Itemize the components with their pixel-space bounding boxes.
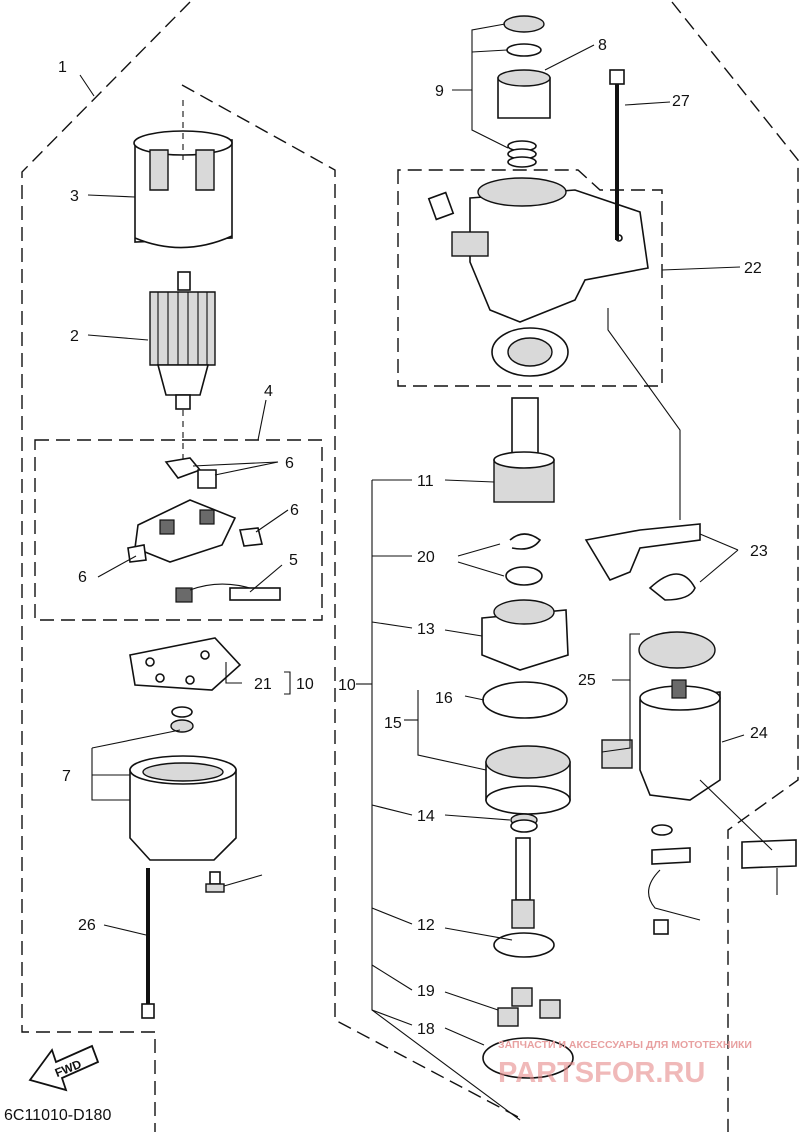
callout-7: 7 (62, 768, 71, 785)
group-outline-4 (34, 439, 323, 621)
callout-8: 8 (598, 37, 607, 54)
callout-21: 23 (750, 543, 768, 560)
callout-22: 24 (750, 725, 768, 742)
callout-14: 14 (417, 808, 435, 825)
part-screw (205, 871, 225, 893)
callout-19b: 21 (254, 676, 272, 693)
part-gasket-ring (482, 681, 568, 719)
part-plunger-pad (601, 739, 633, 769)
callout-19a: 20 (417, 549, 435, 566)
part-internal-gear (485, 745, 571, 815)
part-plate (482, 1037, 574, 1079)
part-planetary-gears (497, 987, 561, 1027)
part-long-bolt (609, 69, 625, 240)
part-armature (149, 271, 216, 410)
callout-23: 25 (578, 672, 596, 689)
part-bearing (491, 327, 569, 377)
part-label (741, 839, 797, 869)
part-thrust-washer (505, 566, 543, 586)
callout-15: 15 (384, 715, 402, 732)
part-planet-shaft (493, 837, 555, 958)
callout-2: 2 (70, 328, 79, 345)
callout-12: 12 (417, 917, 435, 934)
callout-13: 13 (417, 621, 435, 638)
callout-25: 27 (672, 93, 690, 110)
part-stop-ring (503, 15, 545, 33)
part-through-bolt (141, 868, 155, 1019)
callout-1: 1 (58, 59, 67, 76)
callout-3: 3 (70, 188, 79, 205)
part-gear-holder (481, 599, 569, 671)
part-pinion-spring (507, 140, 537, 168)
callout-10b: 10 (338, 677, 356, 694)
group-outline-right (671, 1, 799, 1132)
callout-4: 4 (264, 383, 273, 400)
diagram-code: 6C11010-D180 (4, 1107, 111, 1124)
callout-6c: 6 (78, 569, 87, 586)
fwd-arrow-icon: FWD (28, 1044, 100, 1092)
part-solenoid-washer (651, 824, 673, 836)
bracket-19-10 (284, 671, 291, 695)
part-front-bracket (427, 177, 649, 323)
callout-6b: 6 (290, 502, 299, 519)
part-lever-spring (648, 573, 696, 601)
part-shift-lever (584, 523, 701, 581)
part-solenoid-lead (648, 847, 701, 935)
part-plunger-cap (638, 631, 716, 669)
leader-lines (79, 23, 778, 1121)
part-small-bearing (510, 813, 538, 833)
part-brush-holder (127, 457, 263, 563)
callout-5: 5 (289, 552, 298, 569)
part-bushing (170, 719, 194, 733)
part-clip (506, 43, 542, 57)
callout-9: 9 (435, 83, 444, 100)
callout-10a: 10 (296, 676, 314, 693)
watermark-tagline: ЗАПЧАСТИ И АКСЕССУАРЫ ДЛЯ МОТОТЕХНИКИ (498, 1039, 752, 1051)
callout-11: 11 (417, 473, 434, 490)
part-brush-lead (175, 583, 281, 603)
part-pinion (497, 69, 551, 119)
part-solenoid (639, 679, 721, 801)
watermark-brand: PARTSFOR.RU (498, 1057, 705, 1089)
part-yoke (133, 130, 233, 249)
group-outline-1 (21, 1, 191, 1132)
part-brush-plate (129, 637, 242, 691)
fwd-label: FWD (53, 1057, 84, 1080)
part-snap-ring (509, 533, 542, 550)
part-drive-shaft (493, 397, 555, 503)
callout-24: 26 (78, 917, 96, 934)
callout-16: 16 (435, 690, 453, 707)
group-outline-20 (397, 169, 663, 387)
callout-17: 18 (417, 1021, 435, 1038)
callout-6a: 6 (285, 455, 294, 472)
callout-20: 22 (744, 260, 762, 277)
part-rear-cover (129, 755, 237, 861)
part-washer (171, 706, 193, 718)
group-outline-inner (181, 84, 521, 1119)
callout-18: 19 (417, 983, 435, 1000)
